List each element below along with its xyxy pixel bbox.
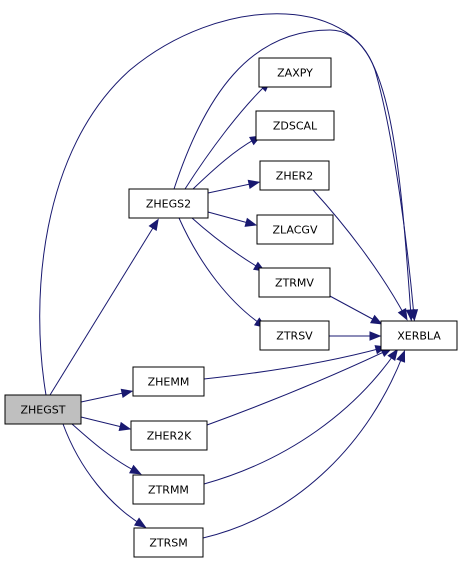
edge-ztrmm-to-xerbla [203,348,399,485]
edge-line [327,294,379,323]
node-ztrsm[interactable]: ZTRSM [133,527,204,558]
arrowhead-icon [397,308,408,321]
edge-layer [39,13,419,539]
node-label: ZTRSV [276,330,313,343]
node-box [259,160,330,191]
node-box [380,320,458,351]
node-label: XERBLA [397,330,441,343]
edge-ztrsv-to-xerbla [329,331,382,341]
edge-line [62,423,143,526]
edge-line [206,349,389,426]
node-box [255,110,335,141]
node-label: ZHEGS2 [146,198,191,211]
node-box [256,214,334,245]
edge-line [80,391,129,403]
node-label: ZAXPY [277,67,313,80]
edge-line [39,13,415,396]
node-box [130,420,208,451]
edge-ztrsm-to-xerbla [202,350,406,539]
edge-zhegs2-to-xerbla [173,29,416,322]
arrowhead-icon [405,309,416,322]
node-box [259,320,330,351]
node-box [132,366,205,397]
edge-line [49,222,157,396]
node-zhemm[interactable]: ZHEMM [132,366,205,397]
arrowhead-icon [244,217,258,227]
edge-line [207,211,253,225]
edge-zher2-to-xerbla [312,189,408,321]
node-zhegs2[interactable]: ZHEGS2 [128,188,209,219]
node-label: ZHEGST [21,404,66,417]
edge-line [80,416,127,429]
arrowhead-icon [129,464,142,475]
edge-zher2k-to-xerbla [206,347,393,426]
node-box [4,394,82,425]
edge-zhegs2-to-ztrsv [178,217,267,329]
arrowhead-icon [118,421,132,432]
node-xerbla[interactable]: XERBLA [380,320,458,351]
node-label: ZLACGV [273,224,318,237]
node-label: ZTRMM [148,484,189,497]
arrowhead-icon [133,517,147,528]
node-label: ZHER2 [276,170,313,183]
edge-line [71,423,138,473]
edge-zhegs2-to-ztrmv [191,217,266,272]
node-label: ZTRMV [275,277,314,290]
node-zhegst[interactable]: ZHEGST [4,394,82,425]
node-box [133,527,204,558]
node-label: ZTRSM [149,537,187,550]
edge-line [192,137,258,190]
edge-line [203,347,383,380]
edge-line [312,189,406,317]
edge-zhegst-to-zhegs2 [49,218,159,396]
edge-line [173,29,412,317]
edge-line [191,217,262,270]
edge-line [203,352,396,485]
arrowhead-icon [120,388,134,398]
arrowhead-icon [387,348,399,362]
node-ztrmv[interactable]: ZTRMV [258,267,331,298]
node-zher2k[interactable]: ZHER2K [130,420,208,451]
edge-ztrmv-to-xerbla [327,294,383,325]
edge-zhegst-to-zhemm [80,388,134,403]
edge-zhegst-to-zher2k [80,416,132,432]
edge-line [178,217,263,326]
edge-zhegs2-to-zlacgv [207,211,258,227]
arrowhead-icon [148,218,159,232]
node-box [132,474,205,505]
node-box [128,188,209,219]
arrowhead-icon [369,331,382,341]
node-ztrmm[interactable]: ZTRMM [132,474,205,505]
node-label: ZDSCAL [273,120,318,133]
node-label: ZHER2K [147,430,192,443]
edge-zhegs2-to-zher2 [207,179,261,194]
node-box [258,57,332,88]
node-label: ZHEMM [148,376,190,389]
edge-zhegst-to-ztrsm [62,423,147,528]
arrowhead-icon [396,350,406,363]
node-zdscal[interactable]: ZDSCAL [255,110,335,141]
edge-line [184,83,268,190]
node-zaxpy[interactable]: ZAXPY [258,57,332,88]
edge-zhegst-to-xerbla [39,13,419,396]
arrowhead-icon [370,314,383,325]
edge-zhegst-to-ztrmm [71,423,142,475]
edge-line [207,182,256,194]
edge-zhemm-to-xerbla [203,345,388,380]
node-zlacgv[interactable]: ZLACGV [256,214,334,245]
node-box [258,267,331,298]
edge-line [202,354,404,539]
arrowhead-icon [247,179,261,189]
node-ztrsv[interactable]: ZTRSV [259,320,330,351]
node-zher2[interactable]: ZHER2 [259,160,330,191]
